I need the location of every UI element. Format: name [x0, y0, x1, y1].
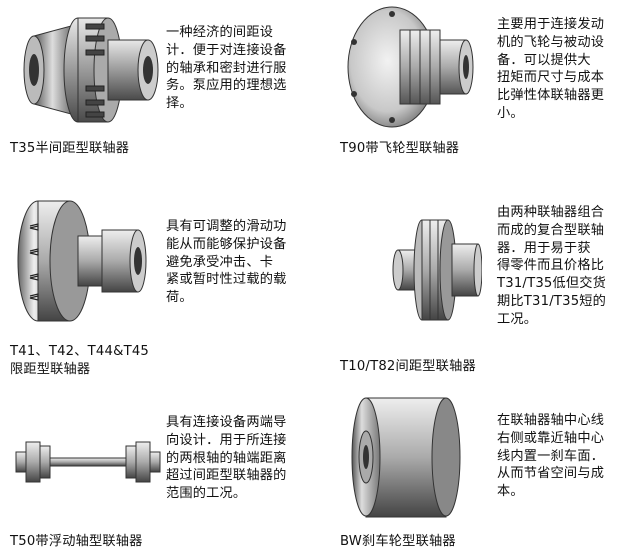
torque-limiting-coupling-illustration [8, 196, 148, 326]
flywheel-coupling-illustration [340, 2, 475, 132]
floating-shaft-coupling-illustration [14, 432, 164, 492]
product-description: 具有连接设备两端导 向设计．用于所连接 的两根轴的轴端距离 超过间距型联轴器的 … [166, 415, 287, 502]
product-caption: T35半间距型联轴器 [10, 141, 130, 156]
coupling-spacer-illustration [16, 6, 161, 134]
product-caption: BW刹车轮型联轴器 [340, 534, 456, 549]
product-description: 主要用于连接发动 机的飞轮与被动设 备．可以提供大 扭矩而尺寸与成本 比弹性体联… [497, 17, 605, 121]
product-caption: T41、T42、T44&T45 限距型联轴器 [10, 344, 150, 377]
composite-spacer-coupling-illustration [392, 214, 482, 326]
product-description: 具有可调整的滑动功 能从而能够保护设备 避免承受冲击、卡 紧或暂时性过载的载 荷… [166, 219, 287, 306]
product-description: 一种经济的间距设 计．便于对连接设备 的轴承和密封进行服 务。泵应用的理想选 择… [166, 25, 287, 112]
brake-wheel-coupling-illustration [348, 390, 463, 525]
product-caption: T90带飞轮型联轴器 [340, 141, 460, 156]
product-description: 在联轴器轴中心线 右侧或靠近轴中心 线内置一刹车面． 从而节省空间与成 本。 [497, 413, 605, 500]
product-caption: T50带浮动轴型联轴器 [10, 534, 143, 549]
product-caption: T10/T82间距型联轴器 [340, 359, 476, 374]
product-description: 由两种联轴器组合 而成的复合型联轴 器．用于易于获 得零件而且价格比 T31/T… [497, 205, 607, 327]
